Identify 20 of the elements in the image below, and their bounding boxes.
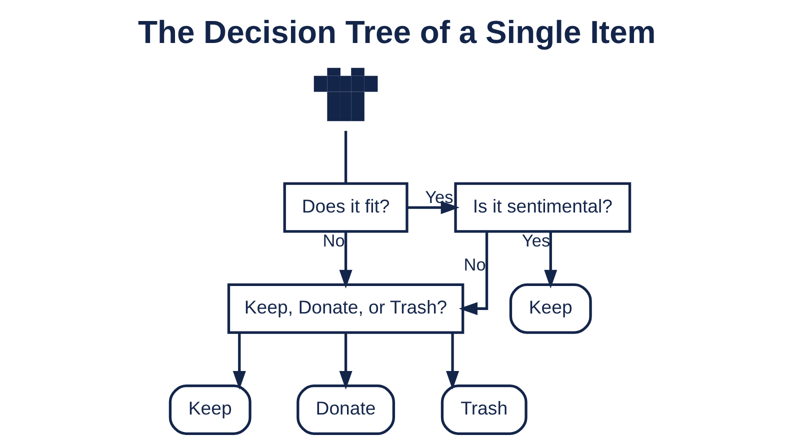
node-box: Keep [509,283,592,334]
connector [344,130,348,184]
diagram-title: The Decision Tree of a Single Item [138,14,656,50]
node-box: Keep, Donate, or Trash? [227,283,464,334]
node-box: Keep [168,384,252,435]
node-box: Does it fit? [283,182,408,233]
node-box: Donate [296,384,395,435]
node-box: Is it sentimental? [454,182,632,233]
arrow [339,232,352,289]
edge-label: Yes [425,186,454,207]
arrow [232,332,246,390]
arrow [446,332,460,390]
arrow [339,332,352,390]
edge-label: No [322,230,345,251]
edge-label: Yes [522,230,550,251]
node-box: Trash [440,384,528,435]
arrow [407,201,460,214]
edge-label: No [464,254,486,275]
arrow [458,232,488,316]
arrow [544,232,558,289]
